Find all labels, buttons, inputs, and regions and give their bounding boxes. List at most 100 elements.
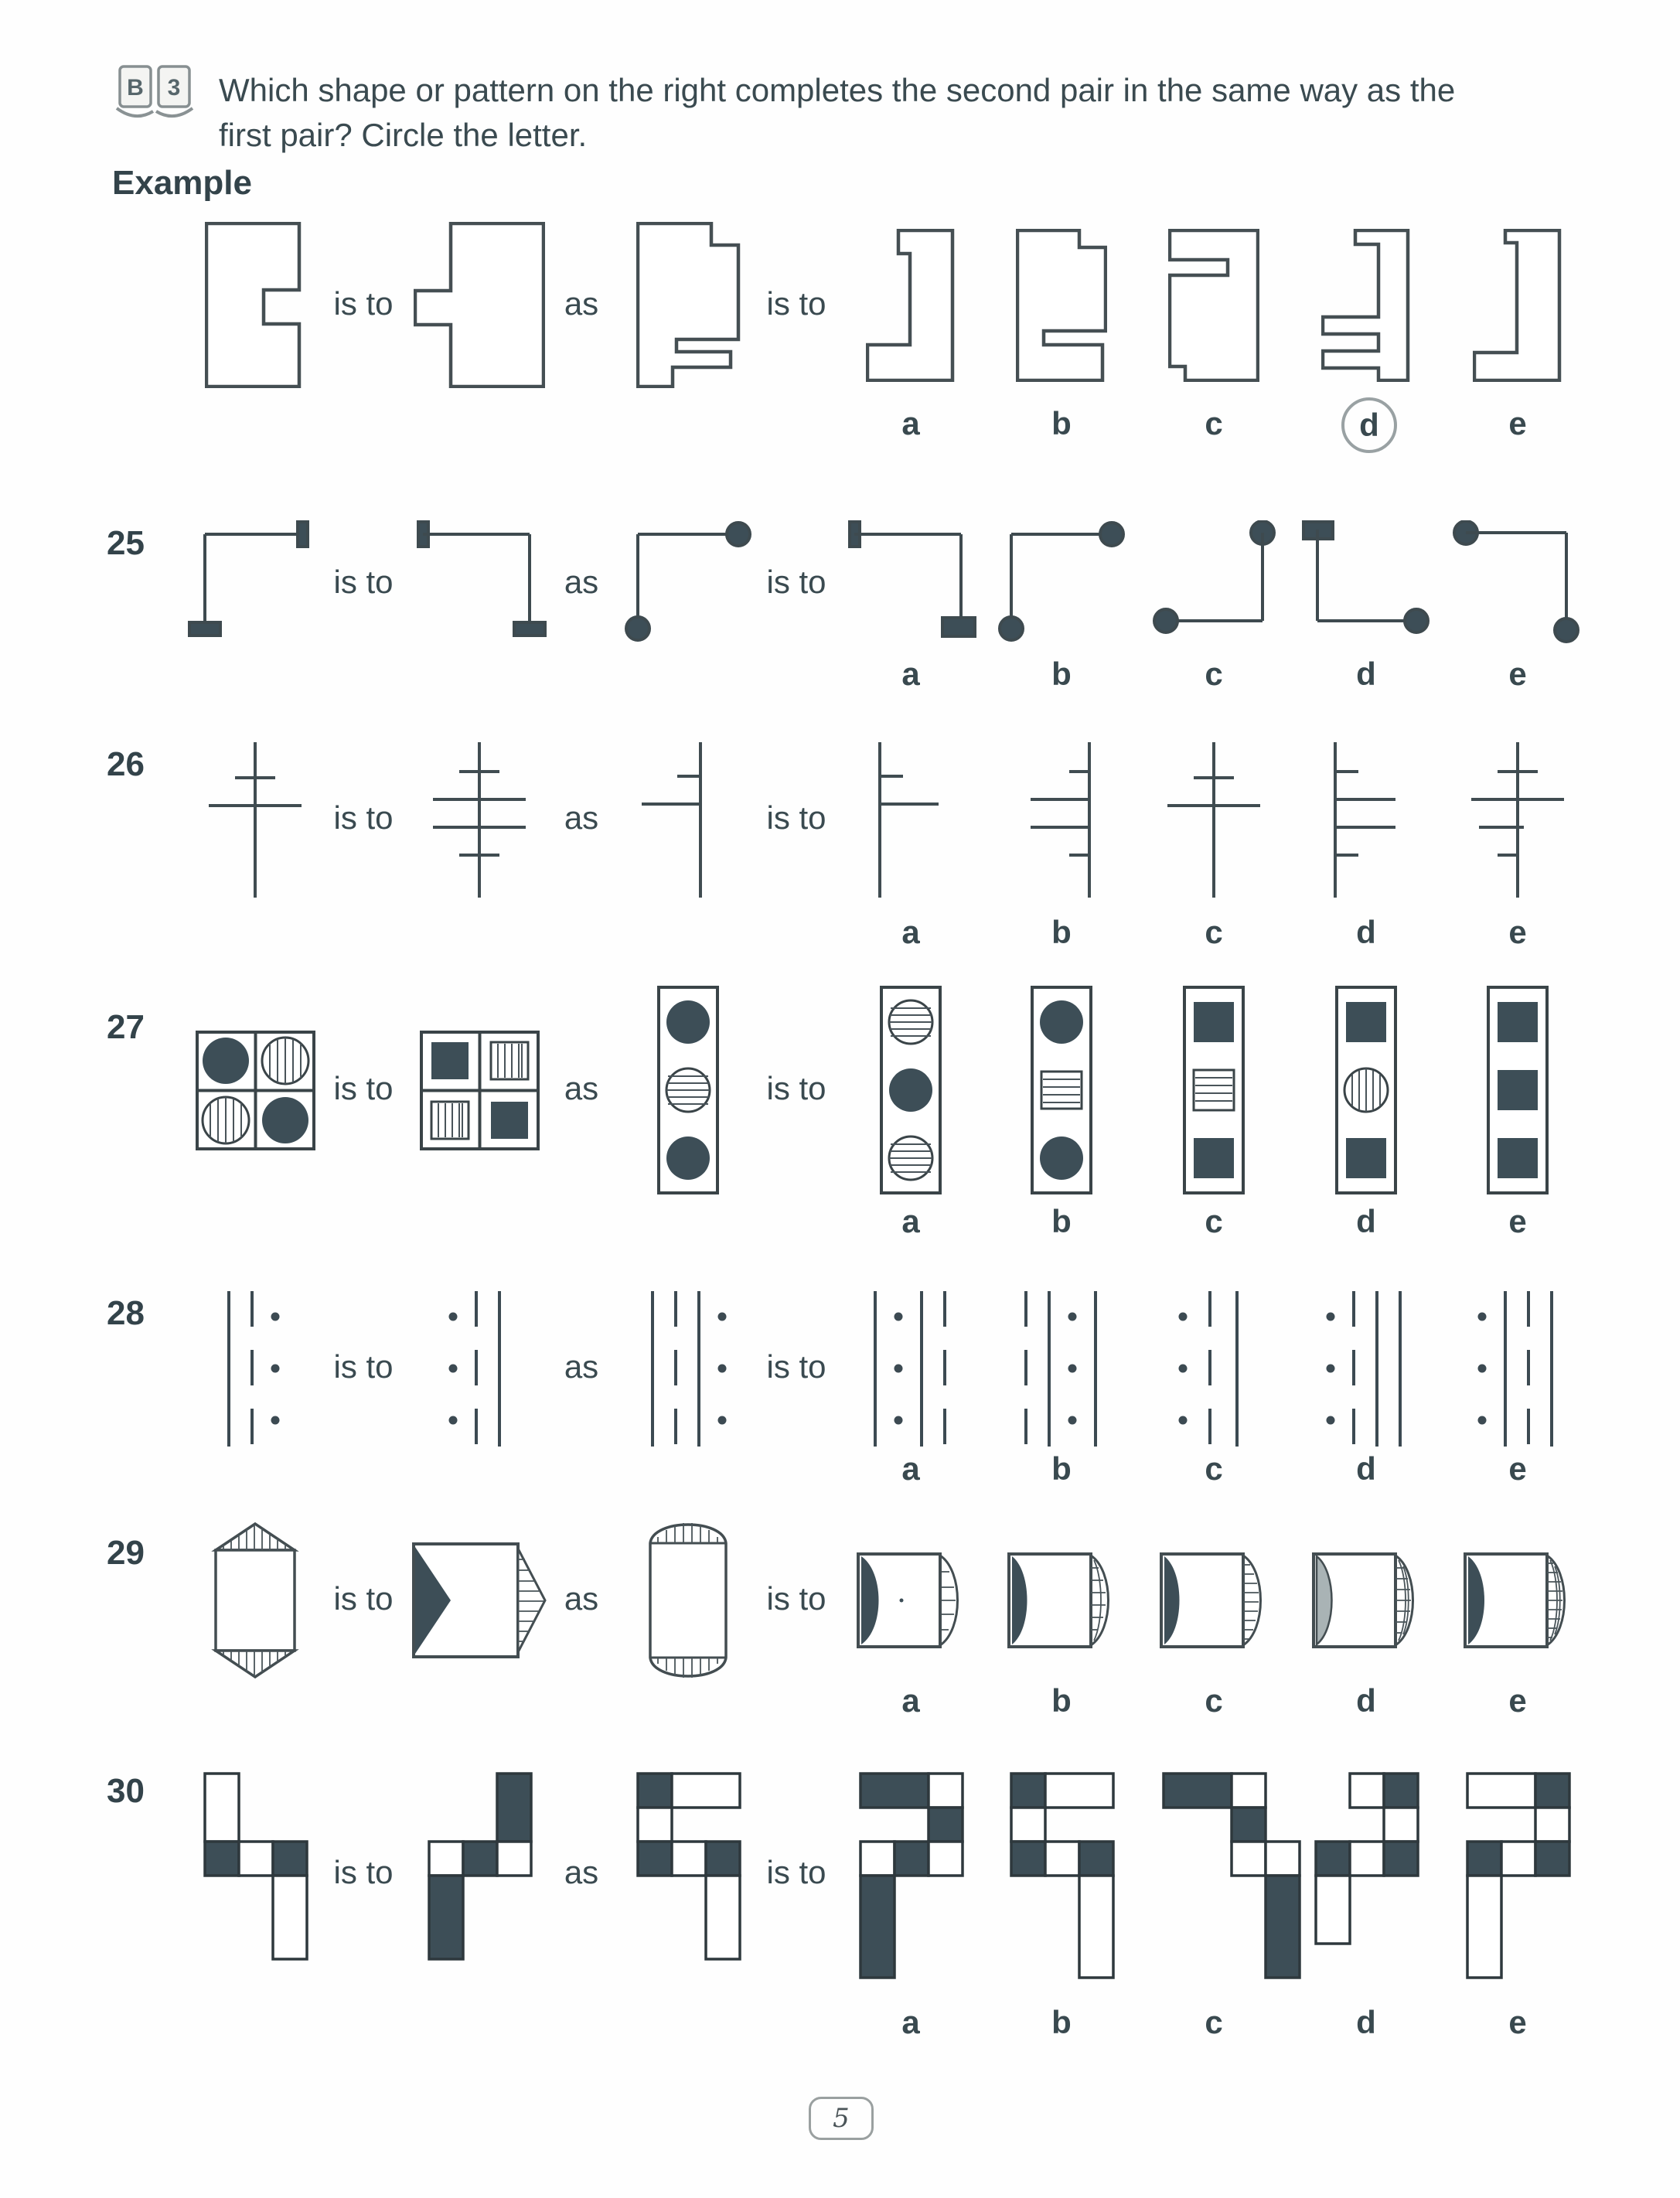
q27-option-c-figure[interactable] xyxy=(1183,986,1245,1194)
q26-option-c-figure[interactable] xyxy=(1166,741,1263,899)
q30-letter-e[interactable]: e xyxy=(1508,2004,1527,2040)
q30-as: as xyxy=(564,1854,599,1890)
q25-letter-b[interactable]: b xyxy=(1051,656,1072,692)
q26-option-d-figure[interactable] xyxy=(1318,741,1415,899)
q28-letter-e[interactable]: e xyxy=(1508,1450,1527,1487)
page-number-badge: 5 xyxy=(809,2097,874,2140)
q30-stimulus-first xyxy=(203,1772,308,1962)
q29-letter-e[interactable]: e xyxy=(1508,1682,1527,1719)
q27-letter-c[interactable]: c xyxy=(1205,1203,1223,1239)
example-stimulus-first xyxy=(205,222,305,388)
instruction-line-2: first pair? Circle the letter. xyxy=(219,116,588,153)
question-29-number: 29 xyxy=(107,1534,145,1572)
q27-option-a-figure[interactable] xyxy=(880,986,942,1194)
example-option-c-figure[interactable] xyxy=(1168,229,1259,382)
q27-letter-d[interactable]: d xyxy=(1356,1203,1376,1239)
q29-option-a-figure[interactable] xyxy=(857,1552,965,1648)
q25-option-e-figure[interactable] xyxy=(1450,520,1586,648)
q27-option-e-figure[interactable] xyxy=(1487,986,1549,1194)
q25-letter-a[interactable]: a xyxy=(901,656,920,692)
q27-letter-e[interactable]: e xyxy=(1508,1203,1527,1239)
q29-stimulus-second xyxy=(412,1542,547,1658)
q30-letter-c[interactable]: c xyxy=(1205,2004,1223,2040)
example-letter-e[interactable]: e xyxy=(1508,405,1527,441)
q26-letter-a[interactable]: a xyxy=(901,914,920,950)
q25-stimulus-second xyxy=(412,520,547,648)
q25-option-b-figure[interactable] xyxy=(994,520,1130,648)
q25-letter-d[interactable]: d xyxy=(1356,656,1376,692)
q26-option-e-figure[interactable] xyxy=(1470,741,1566,899)
q30-letter-b[interactable]: b xyxy=(1051,2004,1072,2040)
example-stimulus-second xyxy=(414,222,545,388)
q28-letter-b[interactable]: b xyxy=(1051,1450,1072,1487)
example-option-e-figure[interactable] xyxy=(1473,229,1562,382)
q27-letter-b[interactable]: b xyxy=(1051,1203,1072,1239)
q29-as: as xyxy=(564,1580,599,1617)
q30-option-b-figure[interactable] xyxy=(1010,1772,1115,1981)
q29-letter-a[interactable]: a xyxy=(901,1682,920,1719)
q30-is-to-2: is to xyxy=(766,1854,826,1890)
q28-letter-a[interactable]: a xyxy=(901,1450,920,1487)
q26-is-to-1: is to xyxy=(333,799,394,836)
q26-letter-d[interactable]: d xyxy=(1356,914,1376,950)
q26-option-b-figure[interactable] xyxy=(1014,741,1110,899)
q29-option-d-figure[interactable] xyxy=(1312,1552,1420,1648)
q28-letter-d[interactable]: d xyxy=(1356,1450,1376,1487)
q27-stimulus-third xyxy=(657,986,719,1194)
example-letter-b[interactable]: b xyxy=(1051,405,1072,441)
q28-option-d-figure[interactable] xyxy=(1318,1290,1415,1448)
instruction-line-1: Which shape or pattern on the right comp… xyxy=(219,72,1456,108)
example-letter-c[interactable]: c xyxy=(1205,405,1223,441)
example-label: Example xyxy=(112,164,252,202)
instruction-text: Which shape or pattern on the right comp… xyxy=(219,68,1626,158)
q29-is-to-2: is to xyxy=(766,1580,826,1617)
q25-stimulus-third xyxy=(621,520,756,648)
q26-as: as xyxy=(564,799,599,836)
q30-option-e-figure[interactable] xyxy=(1466,1772,1571,1981)
q27-letter-a[interactable]: a xyxy=(901,1203,920,1239)
q30-letter-a[interactable]: a xyxy=(901,2004,920,2040)
q26-letter-e[interactable]: e xyxy=(1508,914,1527,950)
q28-letter-c[interactable]: c xyxy=(1205,1450,1223,1487)
question-26-number: 26 xyxy=(107,745,145,783)
q29-is-to-1: is to xyxy=(333,1580,394,1617)
q29-option-e-figure[interactable] xyxy=(1464,1552,1572,1648)
q27-option-b-figure[interactable] xyxy=(1031,986,1092,1194)
example-letter-d[interactable]: d xyxy=(1359,407,1379,443)
q26-stimulus-second xyxy=(431,741,528,899)
q28-option-b-figure[interactable] xyxy=(1014,1290,1110,1448)
example-option-d-figure[interactable] xyxy=(1321,229,1410,382)
example-option-a-figure[interactable] xyxy=(866,229,955,382)
badge-letter: B xyxy=(127,75,144,101)
q27-stimulus-first xyxy=(196,1031,315,1150)
q26-option-a-figure[interactable] xyxy=(863,741,959,899)
example-option-b-figure[interactable] xyxy=(1016,229,1107,382)
q29-stimulus-third xyxy=(646,1518,731,1682)
q26-letter-b[interactable]: b xyxy=(1051,914,1072,950)
example-answer-circle[interactable]: d xyxy=(1341,397,1397,453)
q30-letter-d[interactable]: d xyxy=(1356,2004,1376,2040)
q29-letter-b[interactable]: b xyxy=(1051,1682,1072,1719)
q29-letter-c[interactable]: c xyxy=(1205,1682,1223,1719)
q25-is-to-1: is to xyxy=(333,564,394,600)
q28-option-e-figure[interactable] xyxy=(1470,1290,1566,1448)
q29-option-b-figure[interactable] xyxy=(1007,1552,1116,1648)
example-letter-a[interactable]: a xyxy=(901,405,920,441)
q28-option-c-figure[interactable] xyxy=(1166,1290,1263,1448)
q25-option-a-figure[interactable] xyxy=(843,520,979,648)
q27-is-to-2: is to xyxy=(766,1070,826,1106)
q25-option-d-figure[interactable] xyxy=(1299,520,1434,648)
q30-option-c-figure[interactable] xyxy=(1162,1772,1301,1981)
q25-letter-e[interactable]: e xyxy=(1508,656,1527,692)
q28-option-a-figure[interactable] xyxy=(863,1290,959,1448)
q25-letter-c[interactable]: c xyxy=(1205,656,1223,692)
q28-is-to-1: is to xyxy=(333,1348,394,1385)
q29-letter-d[interactable]: d xyxy=(1356,1682,1376,1719)
q25-stimulus-first xyxy=(188,520,323,648)
q25-option-c-figure[interactable] xyxy=(1147,520,1282,648)
q30-option-d-figure[interactable] xyxy=(1314,1772,1419,1947)
q26-letter-c[interactable]: c xyxy=(1205,914,1223,950)
q27-option-d-figure[interactable] xyxy=(1335,986,1397,1194)
q30-option-a-figure[interactable] xyxy=(859,1772,964,1981)
q29-option-c-figure[interactable] xyxy=(1160,1552,1268,1648)
